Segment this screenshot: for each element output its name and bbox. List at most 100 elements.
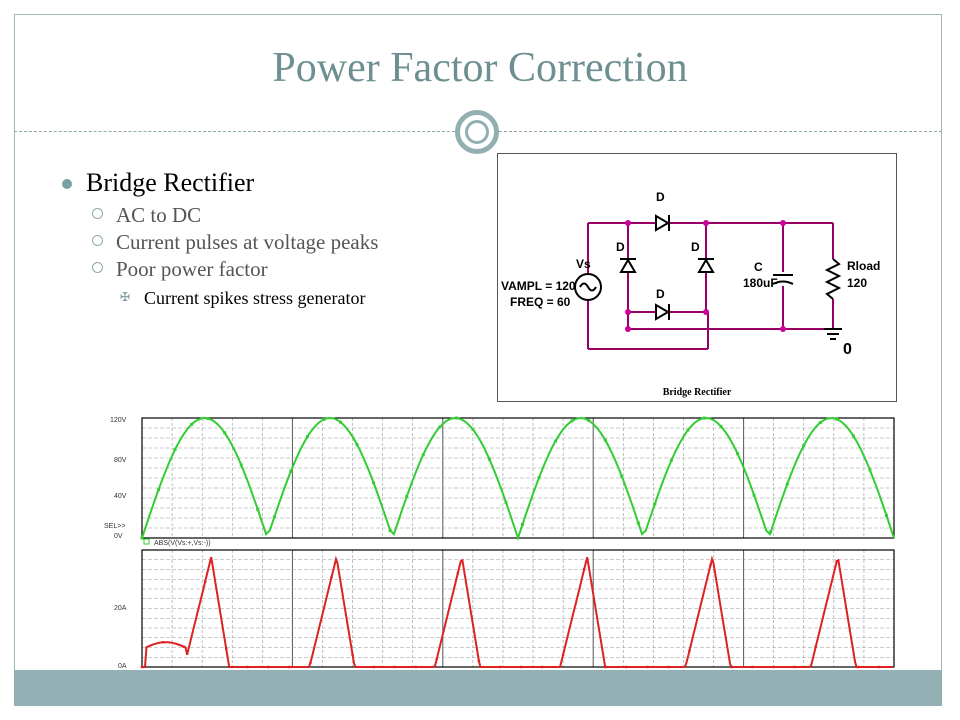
cross-bullet-icon: ✠ (120, 290, 131, 304)
divider-ring-ornament (455, 110, 499, 154)
voltage-marker (736, 452, 740, 456)
current-tick-0a: 0A (118, 663, 127, 670)
voltage-marker (454, 416, 458, 420)
voltage-marker (322, 417, 326, 421)
voltage-marker (223, 431, 227, 435)
bullet-bridge-rectifier: Bridge Rectifier (62, 168, 482, 198)
voltage-marker (471, 427, 475, 431)
selection-marker: SEL>> (104, 523, 125, 530)
capacitor-value: 180uF (743, 276, 778, 290)
voltage-tick-labels: 120V 80V 40V 0V SEL>> (104, 417, 127, 540)
voltage-marker (190, 422, 194, 426)
voltage-marker (206, 416, 210, 420)
diode-label-bottom: D (656, 287, 665, 301)
waveform-plot: 120V 80V 40V 0V SEL>> ABS(V(Vs:+,Vs:-)) … (104, 414, 908, 677)
current-marker (330, 576, 333, 579)
voltage-marker (339, 420, 343, 424)
current-marker (309, 661, 312, 665)
current-marker (351, 653, 354, 657)
ring-bullet-icon (92, 235, 103, 246)
voltage-tick-80v: 80V (114, 457, 127, 464)
voltage-marker (603, 438, 607, 442)
current-marker (519, 665, 523, 669)
voltage-marker (487, 457, 491, 461)
diode-label-top: D (656, 190, 665, 204)
schematic-caption: Bridge Rectifier (663, 387, 732, 398)
ground-label: 0 (843, 341, 852, 358)
current-marker (288, 665, 291, 669)
sub-sub-bullet-current-spikes: ✠ Current spikes stress generator (62, 288, 482, 309)
voltage-marker (157, 488, 161, 492)
voltage-marker (851, 434, 855, 438)
voltage-trace (141, 416, 895, 542)
voltage-marker (355, 443, 359, 447)
current-marker (625, 665, 628, 669)
voltage-marker (884, 514, 888, 518)
voltage-marker (173, 447, 177, 451)
voltage-marker (669, 458, 673, 462)
current-marker (540, 665, 544, 669)
schematic-labels: D D D D Vs VAMPL = 120 FREQ = 60 C 180uF… (501, 190, 880, 358)
current-marker (646, 665, 649, 669)
current-marker (393, 665, 396, 669)
voltage-marker (289, 469, 293, 473)
current-marker (751, 665, 754, 669)
voltage-marker (587, 418, 591, 422)
title-divider-left (14, 131, 455, 132)
voltage-marker (570, 419, 574, 423)
current-marker (456, 572, 460, 575)
current-marker (477, 659, 481, 663)
current-marker (582, 568, 586, 571)
diode-label-left: D (616, 240, 625, 254)
bullet-dot-icon (62, 179, 72, 189)
sub-bullet-text: Current pulses at voltage peaks (116, 230, 379, 254)
voltage-marker (537, 476, 541, 480)
bullet-list: Bridge Rectifier AC to DC Current pulses… (62, 168, 482, 309)
current-marker (667, 665, 670, 669)
ground-symbol (824, 328, 842, 340)
current-trace (142, 555, 893, 668)
waveform-svg: 120V 80V 40V 0V SEL>> ABS(V(Vs:+,Vs:-)) … (104, 416, 908, 677)
schematic-wires (587, 222, 834, 350)
voltage-marker (752, 493, 756, 497)
diode-label-right: D (691, 240, 700, 254)
load-value: 120 (847, 276, 867, 290)
source-label: Vs (576, 257, 591, 271)
current-marker (246, 665, 249, 669)
plot-grid (142, 418, 894, 667)
current-marker (772, 665, 775, 669)
voltage-marker (835, 417, 839, 421)
trace-legend-icon (143, 538, 150, 545)
load-label: Rload (847, 259, 880, 273)
current-marker (877, 665, 881, 669)
voltage-marker (256, 508, 260, 512)
current-marker (730, 665, 733, 669)
source-symbol (574, 273, 602, 301)
sub-bullet-text: AC to DC (116, 203, 202, 227)
source-frequency: FREQ = 60 (510, 295, 571, 309)
current-marker (372, 665, 375, 669)
current-marker (814, 645, 817, 648)
current-trace-markers (140, 559, 881, 669)
ring-bullet-icon (92, 262, 103, 273)
current-marker (856, 665, 860, 669)
current-marker (688, 649, 691, 652)
voltage-marker (802, 444, 806, 448)
voltage-marker (388, 528, 392, 532)
voltage-marker (785, 482, 789, 486)
voltage-marker (719, 424, 723, 428)
current-marker (225, 647, 228, 650)
voltage-marker (769, 530, 773, 534)
capacitor-label: C (754, 260, 763, 274)
bridge-rectifier-schematic: D D D D Vs VAMPL = 120 FREQ = 60 C 180uF… (497, 153, 897, 402)
voltage-tick-40v: 40V (114, 493, 127, 500)
sub-sub-bullet-text: Current spikes stress generator (144, 288, 366, 308)
current-marker (203, 580, 207, 583)
voltage-marker (620, 474, 624, 478)
sub-bullet-text: Poor power factor (116, 257, 268, 281)
voltage-trace-markers (140, 416, 888, 540)
voltage-marker (140, 536, 144, 540)
current-marker (267, 665, 270, 669)
current-marker (435, 657, 438, 661)
voltage-marker (239, 463, 243, 467)
